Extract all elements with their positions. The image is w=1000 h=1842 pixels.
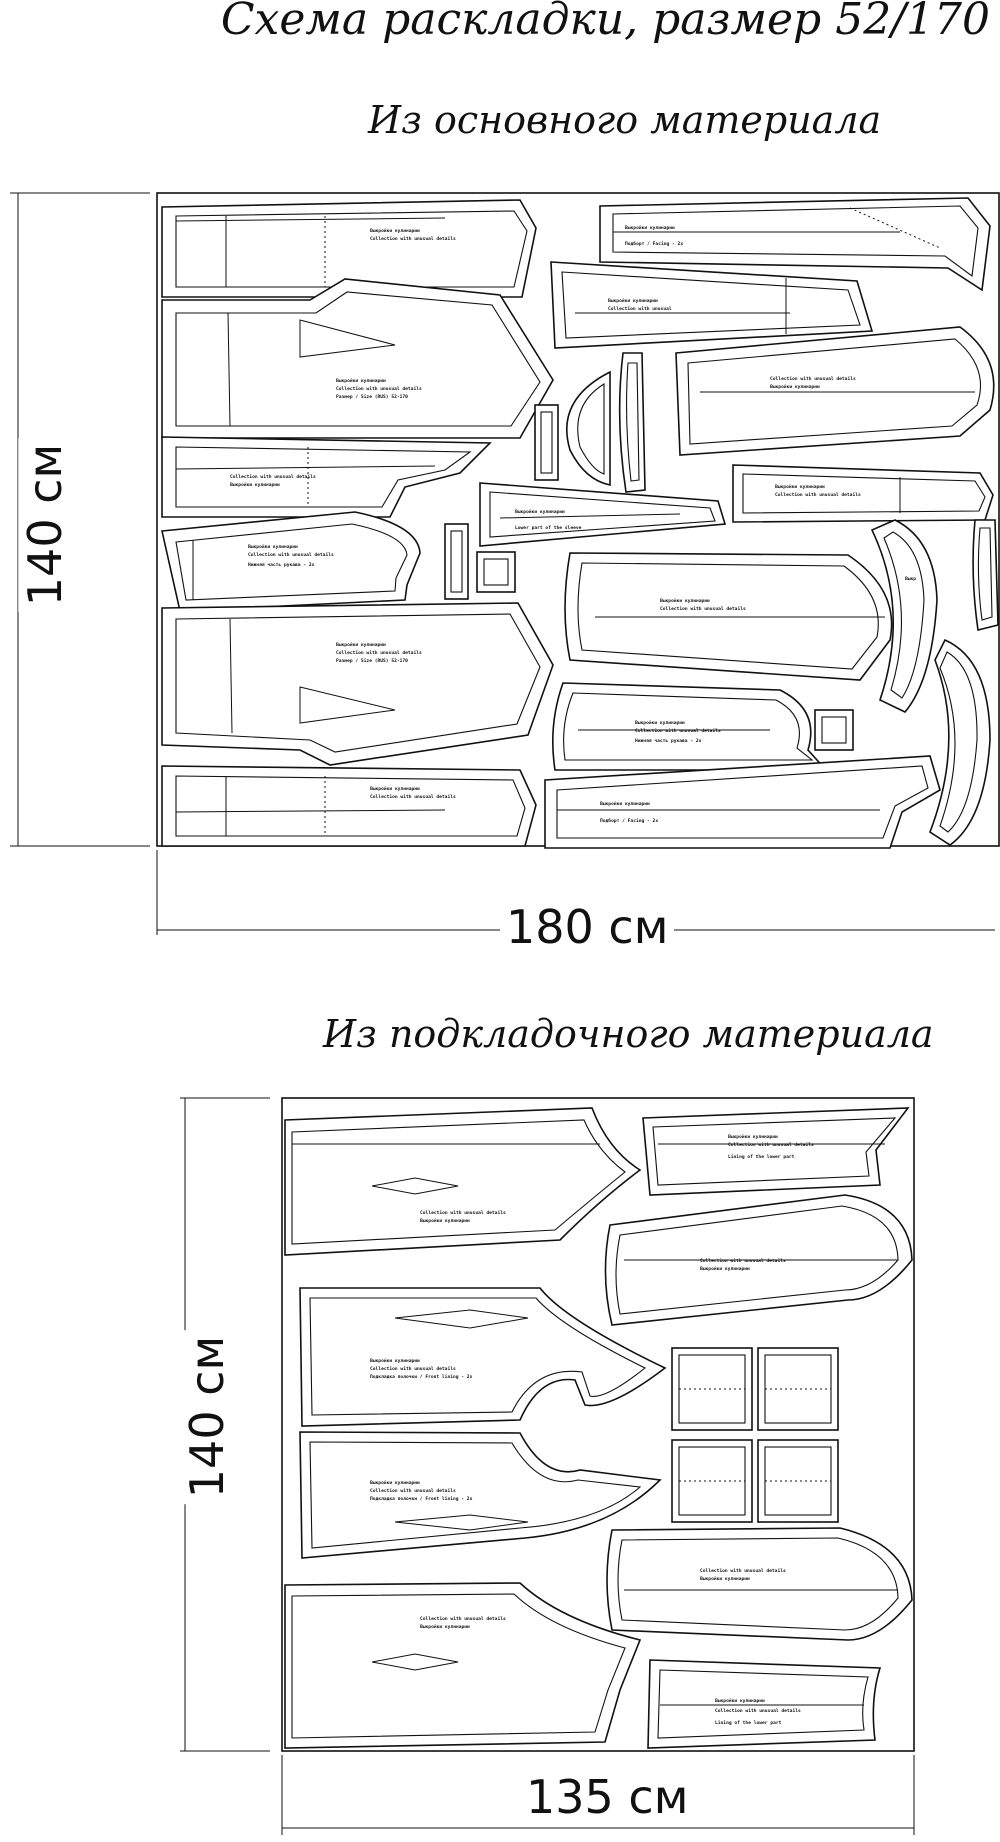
svg-text:Collection with unusual detail: Collection with unusual details [370,1366,456,1372]
svg-text:Выкройки кулинарии: Выкройки кулинарии [775,484,825,490]
svg-text:Выкройки кулинарии: Выкройки кулинарии [370,1480,420,1486]
svg-text:Выкройки кулинарии: Выкройки кулинарии [608,298,658,304]
svg-text:Выкройки кулинарии: Выкройки кулинарии [515,509,565,515]
pattern-piece: Выкройки кулинарии Collection with unusu… [299,1287,667,1427]
pattern-piece: Выкройки кулинарии Collection with unusu… [647,1659,882,1749]
pattern-piece: Выкройки кулинарии Lower part of the sle… [479,482,727,547]
svg-text:Выкройки кулинарии: Выкройки кулинарии [625,225,675,231]
main-width-label: 180 см [500,900,675,954]
pattern-piece [618,352,646,493]
pattern-piece [566,370,611,486]
svg-text:Подкладка полочки / Front lini: Подкладка полочки / Front lining - 2х [370,1496,473,1502]
pattern-piece [444,523,516,600]
pattern-piece: Выкройки кулинарии Collection with unusu… [550,261,874,349]
pattern-piece: Выкройки кулинарии Collection with unusu… [642,1107,910,1196]
svg-text:Выкройки кулинарии: Выкройки кулинарии [370,786,420,792]
lining-width-label: 135 см [520,1770,695,1824]
svg-text:Выкройки кулинарии: Выкройки кулинарии [420,1218,470,1224]
main-fabric-layout: Выкройки кулинарии Collection with unusu… [10,192,1000,935]
svg-text:Выкройки кулинарии: Выкройки кулинарии [770,384,820,390]
pattern-piece: Выкройки кулинарии Collection with unusu… [161,511,421,612]
svg-text:Collection with unusual detail: Collection with unusual details [336,386,422,392]
pattern-piece: Выкройки кулинарии Collection with unusu… [161,602,554,766]
svg-text:Lining of the lower part: Lining of the lower part [728,1154,795,1160]
svg-text:Выкройки кулинарии: Выкройки кулинарии [728,1134,778,1140]
svg-text:Выкройки кулинарии: Выкройки кулинарии [700,1266,750,1272]
svg-text:Выкройки кулинарии: Выкройки кулинарии [700,1576,750,1582]
svg-text:Выкройки кулинарии: Выкройки кулинарии [370,1358,420,1364]
pattern-piece [972,519,999,631]
svg-text:Collection with unusual detail: Collection with unusual details [728,1142,814,1148]
pattern-piece: Выкройки кулинарии Collection with unusu… [161,278,554,439]
pattern-piece: Выкройки кулинарии Collection with unusu… [551,682,828,771]
pattern-piece: Выкр [870,519,938,713]
svg-text:Collection with unusual detail: Collection with unusual details [700,1568,786,1574]
pattern-piece: Collection with unusual details Выкройки… [284,1582,642,1749]
svg-text:Collection with unusual detail: Collection with unusual details [370,236,456,242]
pattern-piece: Выкройки кулинарии Collection with unusu… [299,1431,662,1559]
svg-text:Подкладка полочки / Front lini: Подкладка полочки / Front lining - 2х [370,1374,473,1380]
svg-text:Collection with unusual detail: Collection with unusual details [420,1616,506,1622]
svg-text:Выкройки кулинарии: Выкройки кулинарии [370,228,420,234]
pattern-piece [929,638,991,846]
pattern-piece: Collection with unusual details Выкройки… [675,326,995,456]
svg-text:Выкройки кулинарии: Выкройки кулинарии [248,544,298,550]
svg-text:Collection with unusual detail: Collection with unusual details [635,728,721,734]
svg-text:Выкройки кулинарии: Выкройки кулинарии [336,378,386,384]
pattern-piece [534,404,559,481]
svg-text:Collection with unusual detail: Collection with unusual details [230,474,316,480]
svg-text:Выкройки кулинарии: Выкройки кулинарии [600,801,650,807]
pattern-piece: Выкройки кулинарии Collection with unusu… [161,199,537,298]
svg-text:Collection with unusual detail: Collection with unusual details [715,1708,801,1714]
lining-material-subtitle: Из подкладочного материала [323,1012,934,1056]
svg-text:Выкройки кулинарии: Выкройки кулинарии [660,598,710,604]
svg-text:Collection with unusual detail: Collection with unusual details [700,1258,786,1264]
svg-text:Выкройки кулинарии: Выкройки кулинарии [230,482,280,488]
lining-height-label: 140 см [180,1329,235,1505]
svg-text:Collection with unusual detail: Collection with unusual details [770,376,856,382]
svg-text:Подборт / Facing - 2х: Подборт / Facing - 2х [600,817,658,824]
pattern-piece: Collection with unusual details Выкройки… [606,1527,913,1641]
svg-text:Выкройки кулинарии: Выкройки кулинарии [715,1698,765,1704]
svg-text:Lining of the lower part: Lining of the lower part [715,1720,782,1726]
svg-text:Collection with unusual: Collection with unusual [608,306,672,312]
svg-text:Collection with unusual detail: Collection with unusual details [370,794,456,800]
svg-text:Collection with unusual detail: Collection with unusual details [420,1210,506,1216]
svg-text:Выкройки кулинарии: Выкройки кулинарии [336,642,386,648]
pattern-piece: Collection with unusual details Выкройки… [564,552,893,681]
pattern-piece: Выкройки кулинарии Collection with unusu… [161,765,537,847]
svg-text:Выкройки кулинарии: Выкройки кулинарии [420,1624,470,1630]
pattern-piece [814,709,854,751]
svg-text:Размер / Size (RUS) 52-170: Размер / Size (RUS) 52-170 [336,658,408,664]
svg-text:Collection with unusual detail: Collection with unusual details [248,552,334,558]
svg-text:Lower part of the sleeve: Lower part of the sleeve [515,525,582,531]
lining-fabric-layout: Collection with unusual details Выкройки… [180,1097,915,1835]
pattern-piece: Collection with unusual details Выкройки… [284,1107,642,1256]
main-height-label: 140 см [18,437,73,613]
pattern-piece: Выкройки кулинарии Collection with unusu… [732,464,994,523]
svg-text:Выкр: Выкр [905,576,916,582]
layout-title: Схема раскладки, размер 52/170 [220,0,990,45]
pattern-piece [671,1347,839,1523]
svg-text:Подборт / Facing - 2х: Подборт / Facing - 2х [625,240,683,247]
pattern-piece: Collection with unusual details Выкройки… [161,436,492,518]
svg-text:Размер / Size (RUS) 52-170: Размер / Size (RUS) 52-170 [336,394,408,400]
svg-text:Нижняя часть рукава - 2х: Нижняя часть рукава - 2х [248,562,315,568]
svg-text:Collection with unusual detail: Collection with unusual details [370,1488,456,1494]
pattern-piece: Выкройки кулинарии Collection with unusu… [604,1194,913,1326]
svg-text:Нижняя часть рукава - 2х: Нижняя часть рукава - 2х [635,738,702,744]
svg-text:Collection with unusual detail: Collection with unusual details [775,492,861,498]
main-material-subtitle: Из основного материала [368,98,882,142]
pattern-piece: Выкройки кулинарии Подборт / Facing - 2х [599,197,991,292]
pattern-piece: Выкройки кулинарии Подборт / Facing - 2х [544,755,941,849]
svg-text:Выкройки кулинарии: Выкройки кулинарии [635,720,685,726]
svg-text:Collection with unusual detail: Collection with unusual details [660,606,746,612]
svg-text:Collection with unusual detail: Collection with unusual details [336,650,422,656]
